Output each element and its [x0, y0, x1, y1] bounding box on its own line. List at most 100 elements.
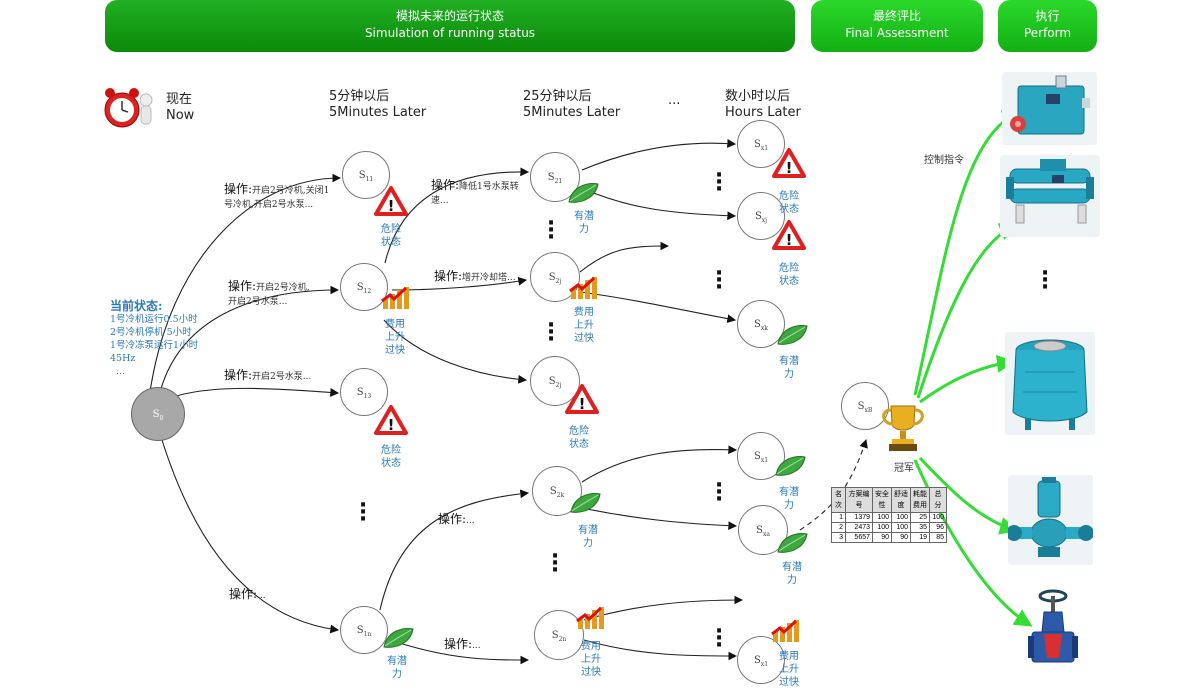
node-s0[interactable]: S0 — [131, 387, 185, 441]
node-label: S — [756, 525, 763, 536]
node-sxb-winner[interactable]: SxB — [841, 382, 889, 430]
node-subscript: xB — [864, 407, 873, 414]
cost-chart-icon — [381, 286, 409, 309]
valve-image — [1028, 588, 1078, 670]
operation-keyword: 操作: — [229, 587, 258, 601]
node-label: S — [152, 409, 160, 420]
cost-chart-icon — [569, 276, 597, 299]
node-sx1[interactable]: Sx1 — [737, 120, 785, 168]
node-s12[interactable]: S12 — [340, 263, 388, 311]
trophy-icon — [882, 405, 924, 451]
node-s2n[interactable]: S2n — [534, 610, 584, 660]
node-subscript: 0 — [159, 415, 164, 422]
operation-text: ... — [257, 591, 266, 601]
alarm-clock-icon — [104, 88, 153, 128]
node-subscript: 2n — [558, 636, 567, 643]
node-sxj[interactable]: Sxj — [737, 192, 785, 240]
node-sxk[interactable]: Sxk — [737, 300, 785, 348]
valve-icon — [1028, 589, 1078, 663]
operation-keyword: 操作: — [228, 279, 257, 293]
danger-tag: 危险状态 — [569, 426, 589, 450]
leaf-icon — [777, 325, 808, 345]
potential-tag: 有潜力 — [779, 487, 799, 511]
cooling-tower-image — [1005, 332, 1095, 435]
operation-label: 操作:... — [438, 512, 518, 528]
operation-keyword: 操作: — [431, 178, 460, 192]
table-cell: 100 — [872, 522, 892, 533]
leaf-icon — [568, 183, 599, 203]
table-row: 3 5657 90 90 19 85 — [831, 532, 947, 543]
operation-keyword: 操作: — [438, 512, 467, 526]
table-cell: 19 — [910, 532, 930, 543]
column-5min: 5分钟以后 5Minutes Later — [329, 89, 426, 121]
operation-label: 操作:开启2号冷机,开启2号水泵... — [228, 279, 310, 309]
node-s11[interactable]: S11 — [342, 151, 390, 199]
node-label: S — [358, 170, 366, 181]
cost-tag: 费用上升过快 — [385, 319, 405, 356]
column-now-zh: 现在 — [166, 92, 193, 107]
operation-text: ... — [466, 516, 475, 526]
node-label: S — [754, 211, 762, 222]
potential-tag: 有潜力 — [578, 525, 598, 549]
leaf-icon — [383, 628, 414, 648]
assessment-banner-en: Final Assessment — [845, 26, 949, 40]
column-now: 现在 Now — [166, 92, 194, 124]
node-sx1[interactable]: Sx1 — [737, 636, 785, 684]
table-cell: 1379 — [845, 512, 873, 523]
chiller-image — [1000, 155, 1100, 237]
node-subscript: 12 — [363, 288, 372, 295]
warning-icon: ! — [565, 384, 599, 414]
operation-label: 操作:降低1号水泵转速... — [431, 178, 535, 208]
table-cell: 90 — [891, 532, 911, 543]
table-header-row: 名次 方案编号 安全性 舒适度 耗能费用 总分 — [831, 487, 947, 513]
table-row: 2 2473 100 100 35 96 — [831, 522, 947, 533]
node-s2j[interactable]: S2j — [530, 356, 580, 406]
table-cell: 5657 — [845, 532, 873, 543]
column-hours: 数小时以后 Hours Later — [725, 89, 801, 121]
table-cell: 2473 — [845, 522, 873, 533]
operation-text: 增开冷却塔... — [462, 273, 516, 283]
node-subscript: xj — [761, 217, 768, 224]
column-5min-zh: 5分钟以后 — [329, 89, 390, 104]
perform-banner: 执行 Perform — [998, 0, 1097, 52]
node-s13[interactable]: S13 — [340, 368, 388, 416]
node-label: S — [548, 376, 556, 387]
node-s1n[interactable]: S1n — [340, 606, 388, 654]
node-label: S — [548, 272, 556, 283]
table-cell: 96 — [929, 522, 947, 533]
table-cell: 100 — [872, 512, 892, 523]
node-subscript: 11 — [365, 176, 374, 183]
operation-label: 操作:增开冷却塔... — [434, 269, 526, 285]
vertical-ellipsis: ··· — [714, 261, 724, 300]
simulation-banner-zh: 模拟未来的运行状态 — [395, 9, 504, 23]
table-cell: 100 — [929, 512, 947, 523]
vertical-ellipsis: ··· — [358, 493, 368, 532]
operation-keyword: 操作: — [224, 368, 253, 382]
table-header: 总分 — [929, 487, 947, 513]
assessment-banner-zh: 最终评比 — [872, 9, 921, 23]
perform-banner-zh: 执行 — [1035, 9, 1060, 23]
current-state-line: 1号冷冻泵运行1小时 — [110, 340, 199, 351]
node-label: S — [857, 401, 865, 412]
table-cell: 3 — [831, 532, 846, 543]
node-subscript: 13 — [363, 393, 372, 400]
node-label: S — [356, 625, 364, 636]
node-label: S — [753, 139, 761, 150]
current-state-line: 45Hz — [110, 353, 136, 364]
danger-tag: 危险状态 — [779, 263, 799, 287]
champion-tag: 冠军 — [894, 463, 914, 474]
potential-tag: 有潜力 — [782, 562, 802, 586]
leaf-icon — [570, 493, 601, 513]
vertical-ellipsis: ··· — [550, 544, 560, 583]
chiller-icon — [1006, 159, 1094, 224]
node-subscript: 2j — [555, 382, 562, 389]
node-subscript: 21 — [554, 178, 563, 185]
vertical-ellipsis: ··· — [714, 473, 724, 512]
table-cell: 100 — [891, 512, 911, 523]
column-5min-en: 5Minutes Later — [329, 105, 427, 120]
node-subscript: x1 — [760, 145, 769, 152]
table-header: 舒适度 — [891, 487, 911, 513]
operation-text: 开启2号冷机,开启2号水泵... — [228, 283, 310, 307]
table-cell: 1 — [831, 512, 846, 523]
cost-tag: 费用上升过快 — [581, 641, 601, 678]
